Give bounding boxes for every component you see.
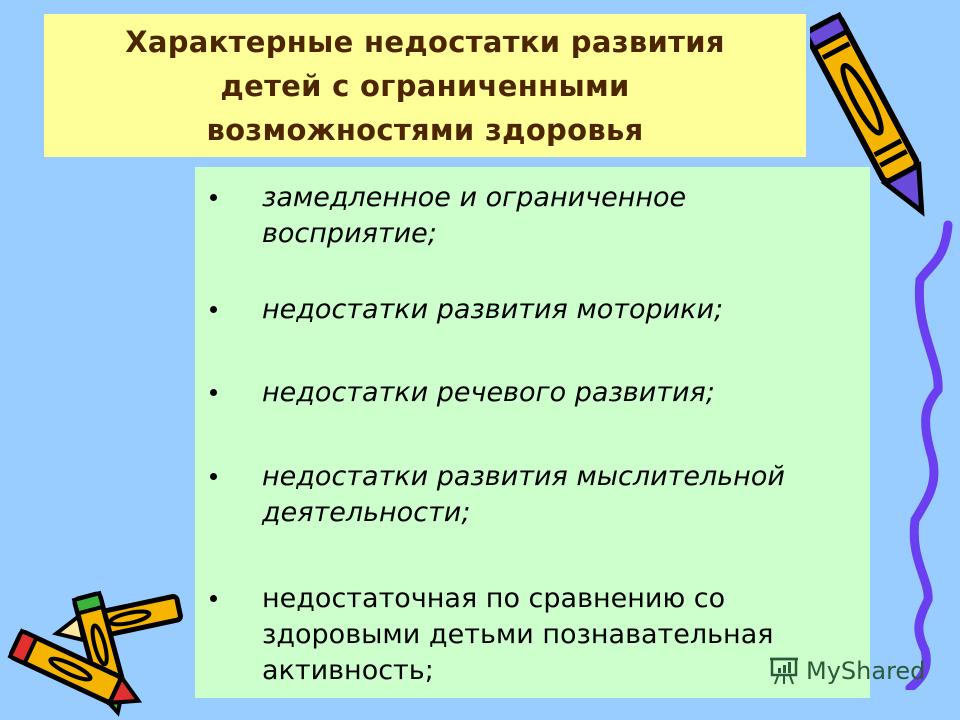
bullet-icon [210, 595, 217, 602]
presentation-board-icon [770, 657, 798, 685]
squiggle-line-icon [905, 220, 953, 690]
bullet-text-line: недостатки развития моторики; [262, 294, 724, 325]
slide-title-line-1: Характерные недостатки развития [125, 24, 725, 59]
watermark: MyShared [768, 656, 925, 686]
slide-title-line-3: возможностями здоровья [206, 112, 644, 147]
bullet-icon [210, 473, 217, 480]
bullet-text-line: недостатки речевого развития; [262, 377, 715, 408]
slide-title-line-2: детей с ограниченными [220, 68, 630, 103]
bullet-text-line: недостаточная по сравнению со [262, 583, 726, 614]
bullet-icon [210, 306, 217, 313]
bullet-text-line: здоровыми детьми познавательная [262, 619, 774, 650]
bullet-icon [210, 194, 217, 201]
watermark-text: MyShared [806, 657, 926, 685]
bullet-list-box: замедленное и ограниченное восприятие; н… [195, 167, 870, 698]
bullet-text-line: деятельности; [262, 497, 471, 528]
pencil-icon [810, 11, 925, 217]
crossed-pencils-icon [7, 590, 183, 717]
bullet-text-line: замедленное и ограниченное [262, 182, 687, 213]
bullet-text-line: восприятие; [262, 218, 437, 249]
slide-title-box: Характерные недостатки развития детей с … [44, 14, 806, 157]
bullet-icon [210, 389, 217, 396]
bullet-text-line: активность; [262, 655, 434, 686]
bullet-text-line: недостатки развития мыслительной [262, 461, 785, 492]
